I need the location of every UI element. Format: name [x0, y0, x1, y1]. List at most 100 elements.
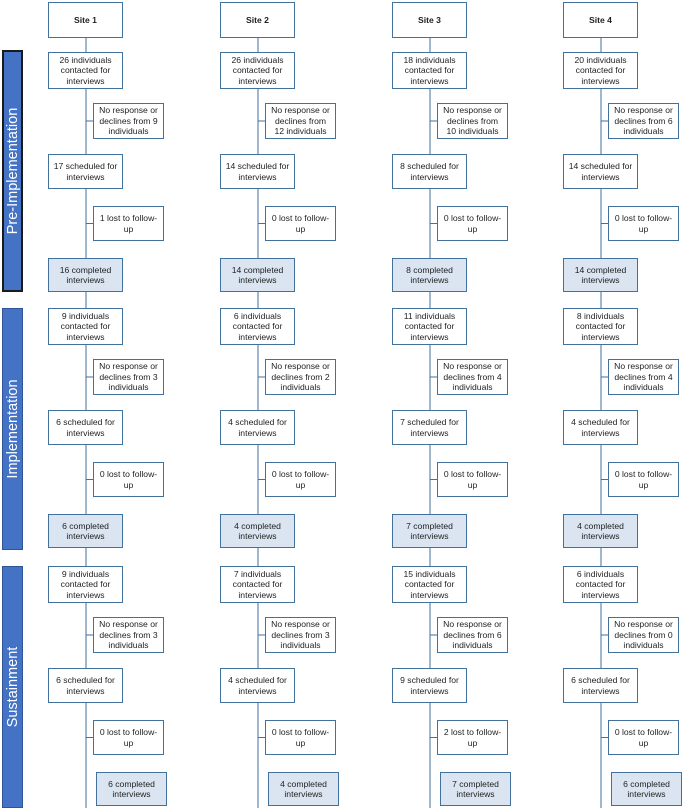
site-4-phase-1-scheduled-box: 14 scheduled for interviews	[563, 154, 638, 189]
site-4-phase-3-lost-box-text: 0 lost to follow-up	[614, 727, 673, 748]
site-2-phase-2-scheduled-box: 4 scheduled for interviews	[220, 410, 295, 445]
site-4-phase-3-declined-box-text: No response or declines from 0 individua…	[614, 619, 673, 651]
site-4-phase-1-lost-box: 0 lost to follow-up	[608, 206, 679, 241]
site-2-phase-3-contacted-box: 7 individuals contacted for interviews	[220, 566, 295, 603]
site-4-phase-1-completed-box: 14 completed interviews	[563, 258, 638, 292]
site-2-phase-2-contacted-box-text: 6 individuals contacted for interviews	[232, 310, 283, 342]
site-4-phase-2-declined-box-text: No response or declines from 4 individua…	[614, 361, 673, 393]
site-3-phase-2-lost-box: 0 lost to follow-up	[437, 462, 508, 497]
site-4-phase-3-declined-box: No response or declines from 0 individua…	[608, 617, 679, 653]
site-2-phase-1-lost-box-text: 0 lost to follow-up	[271, 213, 330, 234]
site-1-phase-2-scheduled-box-text: 6 scheduled for interviews	[56, 417, 115, 438]
site-2-phase-2-declined-box-text: No response or declines from 2 individua…	[271, 361, 330, 393]
site-2-phase-3-scheduled-box: 4 scheduled for interviews	[220, 668, 295, 703]
site-3-phase-3-scheduled-box-text: 9 scheduled for interviews	[400, 675, 459, 696]
site-3-phase-1-lost-box: 0 lost to follow-up	[437, 206, 508, 241]
site-2-phase-3-lost-box: 0 lost to follow-up	[265, 720, 336, 755]
site-1-phase-1-declined-box: No response or declines from 9 individua…	[93, 103, 164, 139]
site-4-phase-1-scheduled-box-text: 14 scheduled for interviews	[568, 161, 633, 182]
site-2-phase-1-scheduled-box: 14 scheduled for interviews	[220, 154, 295, 189]
site-2-phase-2-lost-box-text: 0 lost to follow-up	[271, 469, 330, 490]
site-4-phase-3-completed-box-text: 6 completed interviews	[623, 778, 670, 800]
site-1-phase-2-contacted-box: 9 individuals contacted for interviews	[48, 308, 123, 345]
site-header-1: Site 1	[48, 2, 123, 38]
site-4-phase-2-contacted-box: 8 individuals contacted for interviews	[563, 308, 638, 345]
site-4-phase-2-lost-box-text: 0 lost to follow-up	[614, 469, 673, 490]
site-2-phase-1-lost-box: 0 lost to follow-up	[265, 206, 336, 241]
site-3-phase-2-declined-box-text: No response or declines from 4 individua…	[443, 361, 502, 393]
site-2-phase-1-declined-box-text: No response or declines from 12 individu…	[271, 105, 330, 137]
site-1-phase-3-completed-box-text: 6 completed interviews	[108, 778, 155, 800]
site-4-phase-3-contacted-box-text: 6 individuals contacted for interviews	[575, 568, 626, 600]
site-2-phase-3-declined-box-text: No response or declines from 3 individua…	[271, 619, 330, 651]
site-3-phase-1-lost-box-text: 0 lost to follow-up	[443, 213, 502, 234]
phase-band-pre-implementation: Pre-Implementation	[2, 50, 23, 292]
site-1-phase-1-lost-box-text: 1 lost to follow-up	[99, 213, 158, 234]
site-header-4-text: Site 4	[589, 14, 612, 25]
phase-band-sustainment: Sustainment	[2, 566, 23, 808]
site-3-phase-1-declined-box: No response or declines from 10 individu…	[437, 103, 508, 139]
site-2-phase-1-completed-box-text: 14 completed interviews	[231, 264, 284, 286]
site-4-phase-1-contacted-box-text: 20 individuals contacted for interviews	[574, 54, 627, 86]
site-1-phase-1-scheduled-box-text: 17 scheduled for interviews	[53, 161, 118, 182]
site-2-phase-1-declined-box: No response or declines from 12 individu…	[265, 103, 336, 139]
site-4-phase-3-scheduled-box-text: 6 scheduled for interviews	[571, 675, 630, 696]
site-2-phase-2-contacted-box: 6 individuals contacted for interviews	[220, 308, 295, 345]
phase-label-pre-implementation: Pre-Implementation	[4, 107, 21, 235]
site-4-phase-2-contacted-box-text: 8 individuals contacted for interviews	[575, 310, 626, 342]
site-1-phase-3-lost-box: 0 lost to follow-up	[93, 720, 164, 755]
site-1-phase-2-completed-box: 6 completed interviews	[48, 514, 123, 548]
site-2-phase-3-completed-box: 4 completed interviews	[268, 772, 339, 806]
site-2-phase-2-completed-box-text: 4 completed interviews	[234, 520, 281, 542]
site-1-phase-1-completed-box-text: 16 completed interviews	[59, 264, 112, 286]
site-1-phase-1-lost-box: 1 lost to follow-up	[93, 206, 164, 241]
site-1-phase-3-scheduled-box-text: 6 scheduled for interviews	[56, 675, 115, 696]
site-3-phase-2-scheduled-box: 7 scheduled for interviews	[392, 410, 467, 445]
site-4-phase-2-lost-box: 0 lost to follow-up	[608, 462, 679, 497]
site-3-phase-1-completed-box: 8 completed interviews	[392, 258, 467, 292]
site-4-phase-2-completed-box: 4 completed interviews	[563, 514, 638, 548]
site-3-phase-3-lost-box-text: 2 lost to follow-up	[443, 727, 502, 748]
site-2-phase-1-contacted-box-text: 26 individuals contacted for interviews	[231, 54, 284, 86]
phase-label-implementation: Implementation	[4, 379, 21, 479]
site-2-phase-3-scheduled-box-text: 4 scheduled for interviews	[228, 675, 287, 696]
site-3-phase-2-scheduled-box-text: 7 scheduled for interviews	[400, 417, 459, 438]
site-2-phase-2-declined-box: No response or declines from 2 individua…	[265, 359, 336, 395]
site-4-phase-1-lost-box-text: 0 lost to follow-up	[614, 213, 673, 234]
site-1-phase-3-scheduled-box: 6 scheduled for interviews	[48, 668, 123, 703]
site-4-phase-3-completed-box: 6 completed interviews	[611, 772, 682, 806]
site-1-phase-3-declined-box-text: No response or declines from 3 individua…	[99, 619, 158, 651]
site-header-2-text: Site 2	[246, 14, 269, 25]
site-2-phase-3-declined-box: No response or declines from 3 individua…	[265, 617, 336, 653]
site-3-phase-3-contacted-box-text: 15 individuals contacted for interviews	[403, 568, 456, 600]
site-1-phase-2-completed-box-text: 6 completed interviews	[62, 520, 109, 542]
site-3-phase-1-declined-box-text: No response or declines from 10 individu…	[443, 105, 502, 137]
site-2-phase-3-completed-box-text: 4 completed interviews	[280, 778, 327, 800]
site-4-phase-2-scheduled-box: 4 scheduled for interviews	[563, 410, 638, 445]
site-1-phase-1-completed-box: 16 completed interviews	[48, 258, 123, 292]
site-3-phase-3-declined-box: No response or declines from 6 individua…	[437, 617, 508, 653]
site-1-phase-2-declined-box-text: No response or declines from 3 individua…	[99, 361, 158, 393]
site-4-phase-3-contacted-box: 6 individuals contacted for interviews	[563, 566, 638, 603]
phase-band-implementation: Implementation	[2, 308, 23, 550]
site-3-phase-3-lost-box: 2 lost to follow-up	[437, 720, 508, 755]
site-1-phase-2-scheduled-box: 6 scheduled for interviews	[48, 410, 123, 445]
site-3-phase-3-completed-box: 7 completed interviews	[440, 772, 511, 806]
site-3-phase-2-contacted-box: 11 individuals contacted for interviews	[392, 308, 467, 345]
site-4-phase-2-declined-box: No response or declines from 4 individua…	[608, 359, 679, 395]
site-4-phase-1-declined-box: No response or declines from 6 individua…	[608, 103, 679, 139]
site-3-phase-1-contacted-box-text: 18 individuals contacted for interviews	[403, 54, 456, 86]
site-2-phase-2-lost-box: 0 lost to follow-up	[265, 462, 336, 497]
site-4-phase-3-lost-box: 0 lost to follow-up	[608, 720, 679, 755]
site-1-phase-2-contacted-box-text: 9 individuals contacted for interviews	[60, 310, 111, 342]
site-3-phase-2-completed-box-text: 7 completed interviews	[406, 520, 453, 542]
site-3-phase-2-completed-box: 7 completed interviews	[392, 514, 467, 548]
site-2-phase-2-completed-box: 4 completed interviews	[220, 514, 295, 548]
site-1-phase-2-declined-box: No response or declines from 3 individua…	[93, 359, 164, 395]
site-2-phase-2-scheduled-box-text: 4 scheduled for interviews	[228, 417, 287, 438]
site-header-1-text: Site 1	[74, 14, 97, 25]
site-1-phase-1-contacted-box: 26 individuals contacted for interviews	[48, 52, 123, 89]
site-1-phase-3-contacted-box-text: 9 individuals contacted for interviews	[60, 568, 111, 600]
site-3-phase-2-lost-box-text: 0 lost to follow-up	[443, 469, 502, 490]
